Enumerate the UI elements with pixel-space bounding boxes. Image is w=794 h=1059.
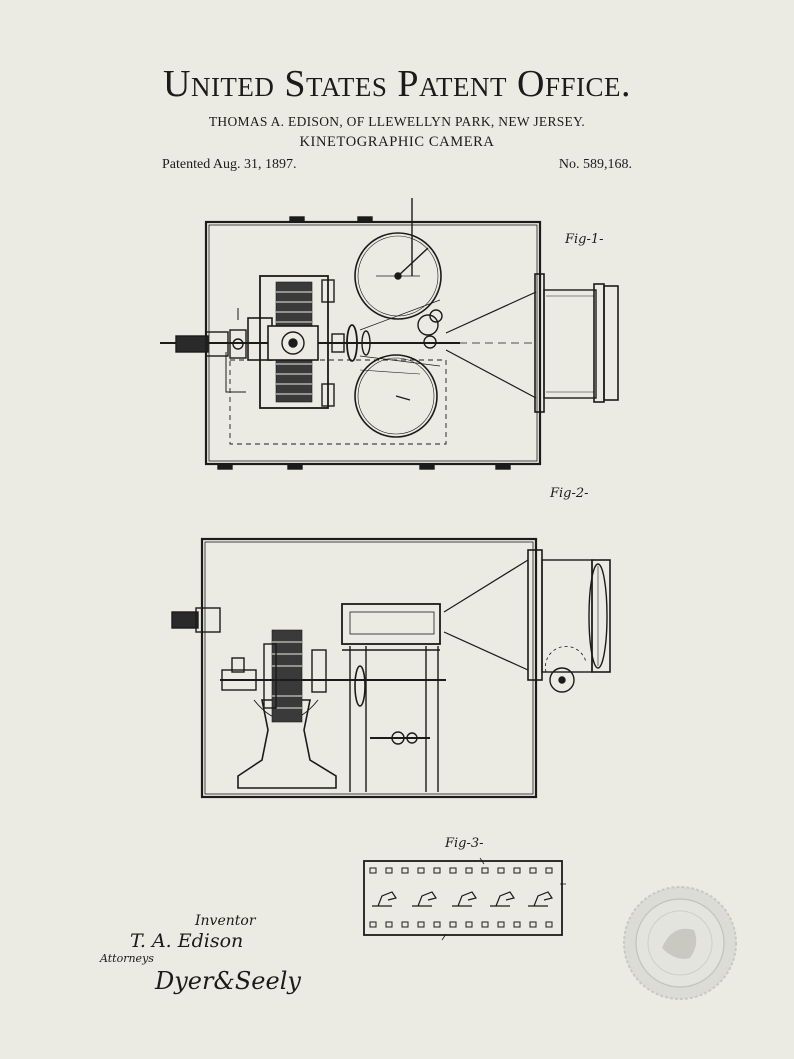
figure-3-label: Fig-3- [445,836,484,851]
patent-office-title: United States Patent Office. [163,63,631,105]
attorneys-signature: Dyer&Seely [155,967,301,995]
attorneys-label: Attorneys [100,952,154,965]
figure-1-label: Fig-1- [565,232,604,247]
inventor-line: THOMAS A. EDISON, OF LLEWELLYN PARK, NEW… [208,114,586,129]
figure-2-drawing [171,537,611,799]
figure-2-label: Fig-2- [550,486,589,501]
patent-office-seal-icon [623,886,737,1000]
patent-date: Patented Aug. 31, 1897. [162,157,297,172]
invention-title: KINETOGRAPHIC CAMERA [299,134,495,150]
patent-number: No. 589,168. [558,157,632,172]
inventor-signature: T. A. Edison [130,930,244,952]
inventor-label: Inventor [195,913,256,929]
figure-1-drawing [160,198,619,470]
figure-3-film-strip [363,857,566,941]
